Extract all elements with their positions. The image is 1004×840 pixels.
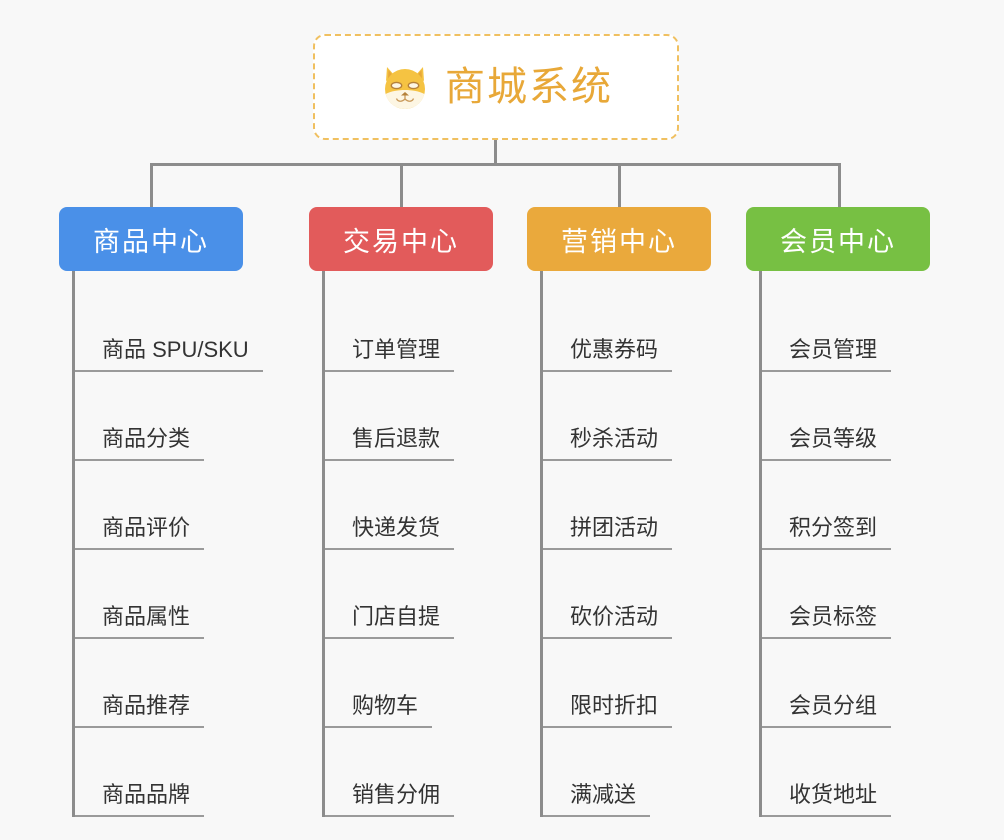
category-header-2[interactable]: 交易中心 <box>309 207 493 271</box>
leaf-label: 砍价活动 <box>543 606 673 639</box>
branch-column-1: 商品中心 商品 SPU/SKU 商品分类 商品评价 商品属性 商品推荐 商品品牌 <box>59 207 263 817</box>
leaf-item[interactable]: 会员分组 <box>762 639 930 728</box>
leaf-item[interactable]: 商品分类 <box>75 372 263 461</box>
leaf-trunk-2: 订单管理 售后退款 快递发货 门店自提 购物车 销售分佣 <box>322 271 493 817</box>
branch-column-2: 交易中心 订单管理 售后退款 快递发货 门店自提 购物车 销售分佣 <box>309 207 493 817</box>
category-header-4[interactable]: 会员中心 <box>746 207 930 271</box>
leaf-label: 商品评价 <box>75 517 205 550</box>
leaf-trunk-3: 优惠券码 秒杀活动 拼团活动 砍价活动 限时折扣 满减送 <box>540 271 711 817</box>
leaf-label: 售后退款 <box>325 428 455 461</box>
shiba-dog-face-icon <box>379 61 431 113</box>
leaf-label: 会员等级 <box>762 428 892 461</box>
leaf-label: 商品 SPU/SKU <box>75 339 263 372</box>
branch-column-3: 营销中心 优惠券码 秒杀活动 拼团活动 砍价活动 限时折扣 满减送 <box>527 207 711 817</box>
leaf-item[interactable]: 会员标签 <box>762 550 930 639</box>
leaf-label: 订单管理 <box>325 339 455 372</box>
leaf-item[interactable]: 收货地址 <box>762 728 930 817</box>
leaf-item[interactable]: 商品推荐 <box>75 639 263 728</box>
connector-root-stem <box>494 140 497 165</box>
leaf-label: 快递发货 <box>325 517 455 550</box>
leaf-label: 限时折扣 <box>543 695 673 728</box>
leaf-trunk-4: 会员管理 会员等级 积分签到 会员标签 会员分组 收货地址 <box>759 271 930 817</box>
leaf-label: 满减送 <box>543 784 651 817</box>
leaf-label: 商品属性 <box>75 606 205 639</box>
leaf-item[interactable]: 拼团活动 <box>543 461 711 550</box>
connector-drop-4 <box>838 163 841 209</box>
leaf-item[interactable]: 销售分佣 <box>325 728 493 817</box>
leaf-item[interactable]: 商品品牌 <box>75 728 263 817</box>
leaf-label: 购物车 <box>325 695 433 728</box>
connector-drop-3 <box>618 163 621 209</box>
root-title: 商城系统 <box>445 65 613 109</box>
leaf-item[interactable]: 限时折扣 <box>543 639 711 728</box>
category-header-1[interactable]: 商品中心 <box>59 207 243 271</box>
leaf-item[interactable]: 砍价活动 <box>543 550 711 639</box>
leaf-item[interactable]: 会员管理 <box>762 283 930 372</box>
category-header-3[interactable]: 营销中心 <box>527 207 711 271</box>
connector-drop-2 <box>400 163 403 209</box>
leaf-label: 商品分类 <box>75 428 205 461</box>
leaf-label: 收货地址 <box>762 784 892 817</box>
leaf-item[interactable]: 满减送 <box>543 728 711 817</box>
branch-column-4: 会员中心 会员管理 会员等级 积分签到 会员标签 会员分组 收货地址 <box>746 207 930 817</box>
leaf-label: 门店自提 <box>325 606 455 639</box>
connector-horizontal-bus <box>150 163 841 166</box>
leaf-item[interactable]: 商品属性 <box>75 550 263 639</box>
leaf-item[interactable]: 购物车 <box>325 639 493 728</box>
leaf-label: 秒杀活动 <box>543 428 673 461</box>
leaf-item[interactable]: 秒杀活动 <box>543 372 711 461</box>
leaf-label: 会员分组 <box>762 695 892 728</box>
leaf-item[interactable]: 商品评价 <box>75 461 263 550</box>
leaf-item[interactable]: 订单管理 <box>325 283 493 372</box>
leaf-item[interactable]: 快递发货 <box>325 461 493 550</box>
leaf-trunk-1: 商品 SPU/SKU 商品分类 商品评价 商品属性 商品推荐 商品品牌 <box>72 271 263 817</box>
leaf-label: 优惠券码 <box>543 339 673 372</box>
leaf-label: 会员管理 <box>762 339 892 372</box>
leaf-item[interactable]: 售后退款 <box>325 372 493 461</box>
leaf-label: 销售分佣 <box>325 784 455 817</box>
connector-drop-1 <box>150 163 153 209</box>
leaf-label: 拼团活动 <box>543 517 673 550</box>
leaf-label: 商品推荐 <box>75 695 205 728</box>
leaf-item[interactable]: 门店自提 <box>325 550 493 639</box>
leaf-item[interactable]: 优惠券码 <box>543 283 711 372</box>
leaf-label: 商品品牌 <box>75 784 205 817</box>
leaf-label: 积分签到 <box>762 517 892 550</box>
root-node[interactable]: 商城系统 <box>313 34 679 140</box>
leaf-item[interactable]: 会员等级 <box>762 372 930 461</box>
leaf-label: 会员标签 <box>762 606 892 639</box>
leaf-item[interactable]: 商品 SPU/SKU <box>75 283 263 372</box>
leaf-item[interactable]: 积分签到 <box>762 461 930 550</box>
